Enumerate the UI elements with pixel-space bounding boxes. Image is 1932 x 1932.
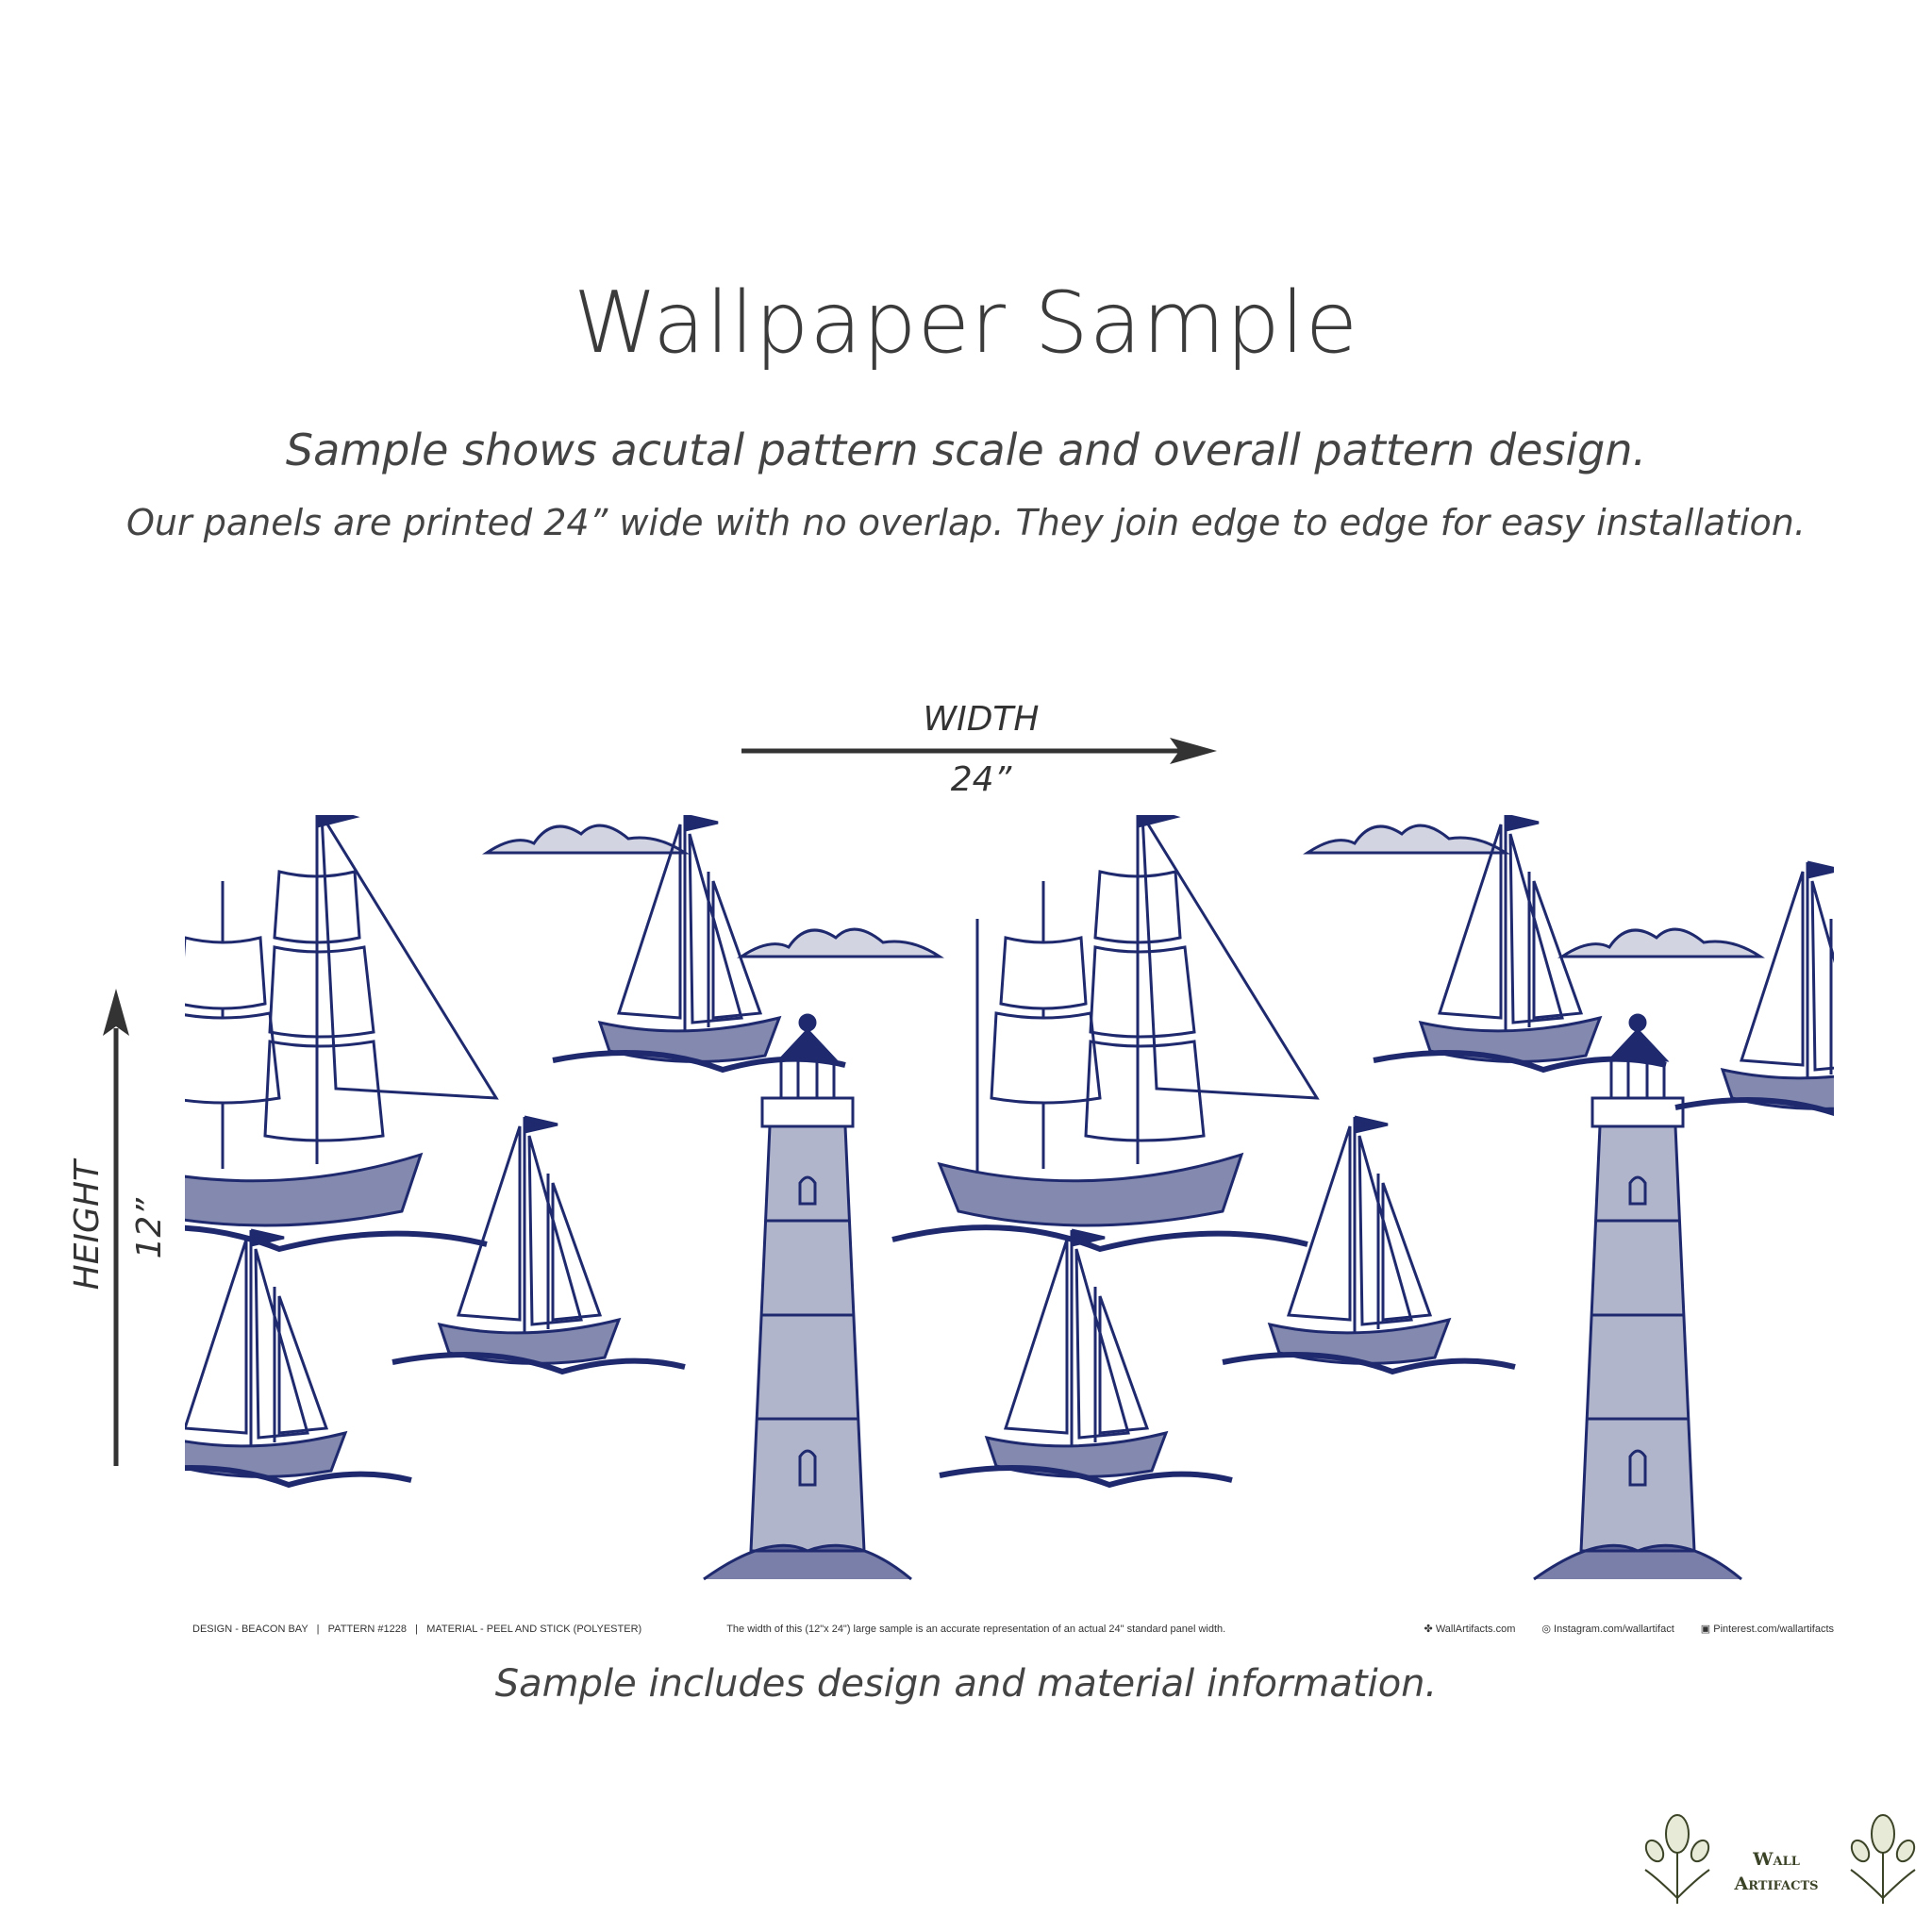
sailboat-illustration <box>1675 862 1834 1117</box>
instagram-link[interactable]: ◎ Instagram.com/wallartifact <box>1541 1623 1674 1635</box>
caption: Sample includes design and material info… <box>494 1662 1438 1706</box>
scale-note: The width of this (12"x 24") large sampl… <box>726 1623 1226 1635</box>
sailboat-illustration <box>185 1230 411 1485</box>
instagram-text: Instagram.com/wallartifact <box>1554 1624 1674 1635</box>
sample-footer: DESIGN - BEACON BAY | PATTERN #1228 | MA… <box>192 1623 1834 1636</box>
website-text: WallArtifacts.com <box>1435 1624 1516 1635</box>
pinterest-text: Pinterest.com/wallartifacts <box>1713 1624 1834 1635</box>
cloud-illustration <box>740 927 941 958</box>
height-arrow-icon <box>103 989 129 1466</box>
panel-note: Our panels are printed 24” wide with no … <box>126 502 1806 543</box>
tall-ship-illustration <box>892 815 1317 1249</box>
height-value: 12” <box>130 1198 169 1259</box>
width-arrow-icon <box>741 738 1217 764</box>
height-label: HEIGHT <box>68 1160 107 1291</box>
instagram-icon: ◎ <box>1541 1624 1555 1635</box>
leaf-logo-icon <box>1850 1814 1916 1904</box>
sailboat-illustration <box>1223 1117 1515 1372</box>
website-link[interactable]: ✤ WallArtifacts.com <box>1424 1623 1516 1635</box>
design-info: DESIGN - BEACON BAY | PATTERN #1228 | MA… <box>192 1623 642 1635</box>
wallpaper-sample-pattern <box>185 815 1834 1619</box>
width-label: WIDTH <box>923 700 1040 739</box>
nautical-pattern-illustration <box>185 815 1834 1581</box>
leaf-logo-icon <box>1644 1814 1710 1904</box>
sailboat-illustration <box>940 1230 1232 1485</box>
cloud-illustration <box>485 824 687 855</box>
brand-line2: Artifacts <box>1734 1874 1819 1894</box>
width-value: 24” <box>950 760 1012 799</box>
sailboat-illustration <box>392 1117 685 1372</box>
leaf-icon: ✤ <box>1424 1624 1436 1635</box>
tall-ship-illustration <box>185 815 496 1249</box>
cloud-illustration <box>1306 824 1507 855</box>
page-title: Wallpaper Sample <box>573 274 1359 373</box>
pinterest-link[interactable]: ▣ Pinterest.com/wallartifacts <box>1701 1623 1834 1635</box>
brand-line1: Wall <box>1753 1849 1800 1870</box>
subtitle: Sample shows acutal pattern scale and ov… <box>285 425 1647 475</box>
cloud-illustration <box>1560 927 1762 958</box>
pinterest-icon: ▣ <box>1700 1624 1714 1635</box>
lighthouse-illustration <box>702 1013 913 1581</box>
